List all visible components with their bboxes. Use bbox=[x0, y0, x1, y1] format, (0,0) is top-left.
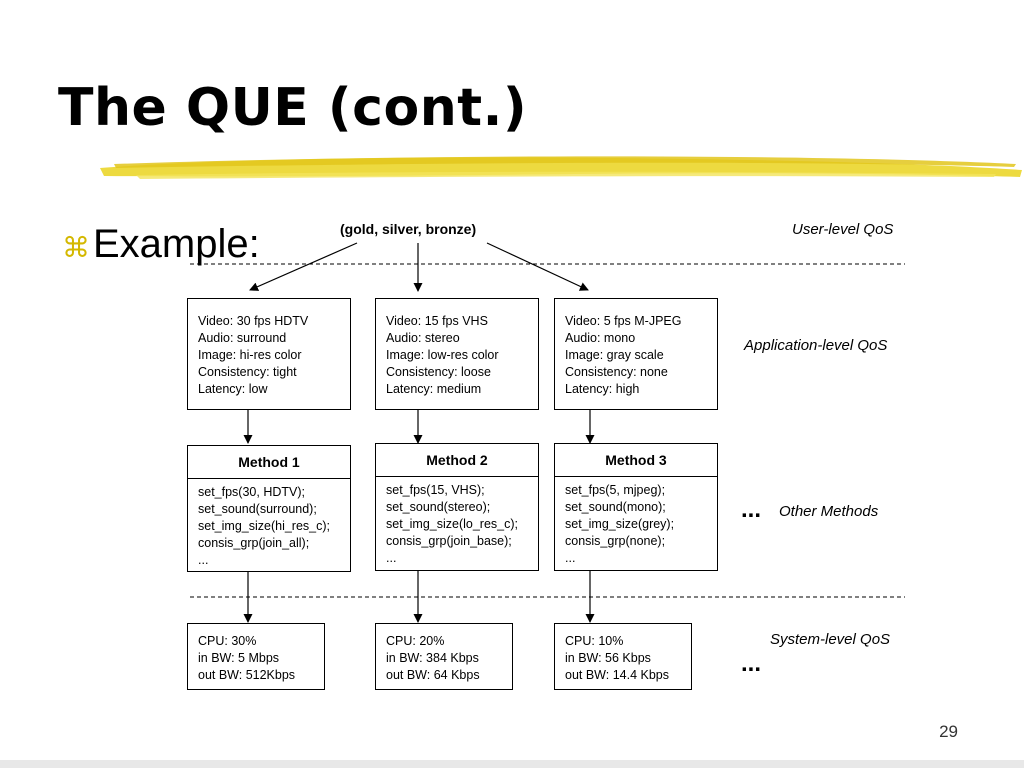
bullet-example: ⌘ Example: bbox=[62, 222, 260, 267]
method-body: set_fps(30, HDTV); set_sound(surround); … bbox=[198, 485, 330, 567]
slide-title: The QUE (cont.) bbox=[58, 78, 528, 138]
bullet-text: Example: bbox=[93, 222, 260, 266]
command-key-icon: ⌘ bbox=[62, 231, 90, 264]
arrow-to-app-box-3 bbox=[486, 242, 589, 291]
system-level-qos-label: System-level QoS bbox=[770, 631, 891, 648]
qos-class-label: (gold, silver, bronze) bbox=[340, 221, 477, 237]
user-level-qos-label: User-level QoS bbox=[792, 221, 894, 238]
method-name: Method 2 bbox=[376, 444, 538, 477]
resource-box-1: CPU: 30% in BW: 5 Mbps out BW: 512Kbps bbox=[187, 623, 325, 690]
other-methods-ellipsis: ... bbox=[741, 496, 762, 523]
title-underline-brush bbox=[100, 156, 1022, 179]
method-body: set_fps(5, mjpeg); set_sound(mono); set_… bbox=[565, 483, 675, 565]
resource-box-3: CPU: 10% in BW: 56 Kbps out BW: 14.4 Kbp… bbox=[554, 623, 692, 690]
method-box-3: Method 3 set_fps(5, mjpeg); set_sound(mo… bbox=[554, 443, 718, 571]
method-box-2: Method 2 set_fps(15, VHS); set_sound(ste… bbox=[375, 443, 539, 571]
resource-box-2: CPU: 20% in BW: 384 Kbps out BW: 64 Kbps bbox=[375, 623, 513, 690]
app-box-1: Video: 30 fps HDTV Audio: surround Image… bbox=[187, 298, 351, 410]
other-methods-label: Other Methods bbox=[779, 503, 879, 520]
app-box-3: Video: 5 fps M-JPEG Audio: mono Image: g… bbox=[554, 298, 718, 410]
arrow-to-app-box-1 bbox=[249, 242, 358, 291]
app-box-2: Video: 15 fps VHS Audio: stereo Image: l… bbox=[375, 298, 539, 410]
method-name: Method 3 bbox=[555, 444, 717, 477]
method-name: Method 1 bbox=[188, 446, 350, 479]
method-body: set_fps(15, VHS); set_sound(stereo); set… bbox=[386, 483, 518, 565]
application-level-qos-label: Application-level QoS bbox=[744, 337, 888, 354]
page-number: 29 bbox=[939, 722, 958, 741]
method-box-1: Method 1 set_fps(30, HDTV); set_sound(su… bbox=[187, 445, 351, 572]
system-level-ellipsis: ... bbox=[741, 650, 762, 677]
footer-strip bbox=[0, 760, 1024, 768]
